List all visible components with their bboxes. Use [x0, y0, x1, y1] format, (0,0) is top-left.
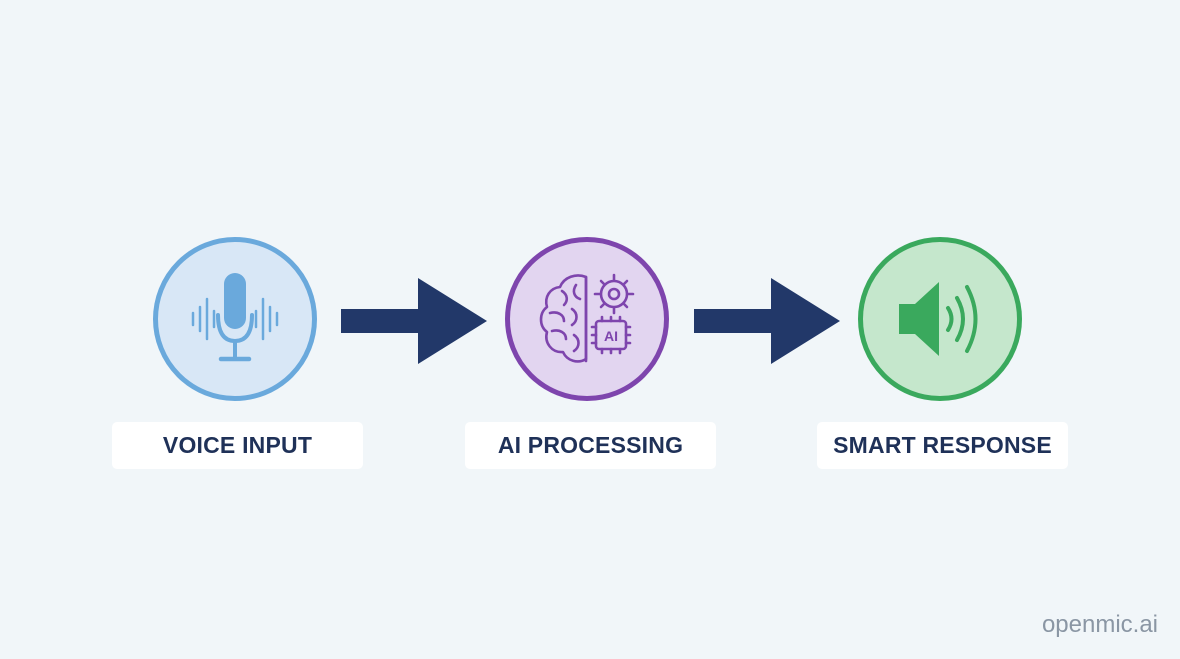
brain-ai-icon: AI [539, 273, 635, 363]
voice-input-label: VOICE INPUT [112, 422, 363, 469]
ai-processing-label: AI PROCESSING [465, 422, 716, 469]
microphone-icon [191, 273, 279, 362]
ai-processing-circle: AI [505, 237, 669, 401]
voice-input-circle [153, 237, 317, 401]
svg-text:AI: AI [604, 328, 618, 344]
brand-watermark: openmic.ai [1041, 611, 1158, 638]
arrow-right-icon [694, 278, 840, 364]
smart-response-circle [858, 237, 1022, 401]
smart-response-label: SMART RESPONSE [817, 422, 1068, 469]
arrow-right-icon [341, 278, 487, 364]
speaker-icon [899, 282, 978, 356]
